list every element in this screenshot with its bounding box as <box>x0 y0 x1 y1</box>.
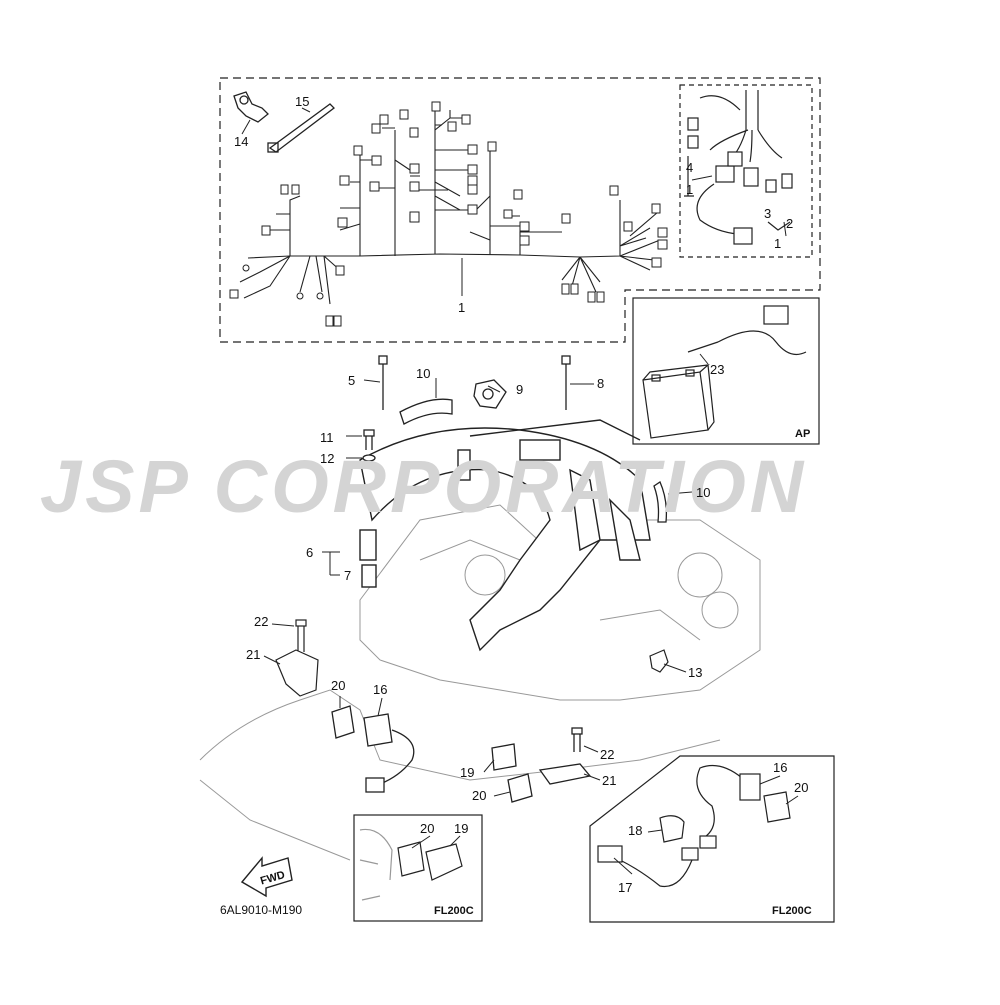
ap-battery-inset <box>632 297 820 445</box>
callout-5: 5 <box>348 373 355 388</box>
parts-middle <box>491 727 592 803</box>
bracket-part-13 <box>649 649 669 673</box>
fwd-arrow-icon <box>240 856 293 898</box>
callout-15: 15 <box>295 94 309 109</box>
callout-1-inset: 1 <box>686 182 693 197</box>
callout-6: 6 <box>306 545 313 560</box>
clamp-part <box>233 91 269 123</box>
callout-2: 2 <box>786 216 793 231</box>
callout-14: 14 <box>234 134 248 149</box>
inset-tag-fl-left: FL200C <box>434 905 474 917</box>
callout-16: 16 <box>373 682 387 697</box>
grommet-connector-left <box>331 705 415 793</box>
callout-7: 7 <box>344 568 351 583</box>
clip-part <box>473 379 507 409</box>
callout-20b: 20 <box>472 788 486 803</box>
callout-17: 17 <box>618 880 632 895</box>
harness-connectors <box>229 101 668 327</box>
callout-11: 11 <box>320 430 334 445</box>
callout-18: 18 <box>628 823 642 838</box>
callout-21b: 21 <box>602 773 616 788</box>
main-wire-harness <box>239 110 661 305</box>
leader-lines <box>241 107 799 875</box>
callout-12: 12 <box>320 451 334 466</box>
callout-1: 1 <box>458 300 465 315</box>
callout-20: 20 <box>331 678 345 693</box>
bolt-and-washer <box>362 429 376 462</box>
callout-20d: 20 <box>420 821 434 836</box>
callout-22: 22 <box>254 614 268 629</box>
inset-tag-fl-right: FL200C <box>772 905 812 917</box>
tie-parts <box>378 355 571 410</box>
callout-4: 4 <box>686 160 693 175</box>
harness-frame <box>219 77 821 343</box>
inset-tag-ap: AP <box>795 428 810 440</box>
callout-1-inset-b: 1 <box>774 236 781 251</box>
engine-block-outline <box>199 504 761 861</box>
callout-16b: 16 <box>773 760 787 775</box>
harness-detail-inset <box>684 90 793 245</box>
callout-10b: 10 <box>696 485 710 500</box>
flywheel-cover-bracket <box>359 419 651 652</box>
callout-21: 21 <box>246 647 260 662</box>
callout-19b: 19 <box>454 821 468 836</box>
grommet-parts <box>399 398 668 523</box>
callout-13: 13 <box>688 665 702 680</box>
callout-19: 19 <box>460 765 474 780</box>
callout-8: 8 <box>597 376 604 391</box>
fl-inset-left <box>353 814 483 922</box>
brand-watermark: JSP CORPORATION <box>40 445 807 528</box>
callout-10: 10 <box>416 366 430 381</box>
fl-inset-right <box>589 755 835 923</box>
cable-tie-part <box>267 103 335 153</box>
part-callouts: 15 14 1 4 1 3 2 1 5 10 9 8 23 11 12 10 6… <box>234 94 808 895</box>
callout-3: 3 <box>764 206 771 221</box>
callout-9: 9 <box>516 382 523 397</box>
callout-22b: 22 <box>600 747 614 762</box>
diagram-code: 6AL9010-M190 <box>220 903 302 917</box>
callout-20c: 20 <box>794 780 808 795</box>
bracket-parts-left <box>275 619 319 697</box>
callout-23: 23 <box>710 362 724 377</box>
